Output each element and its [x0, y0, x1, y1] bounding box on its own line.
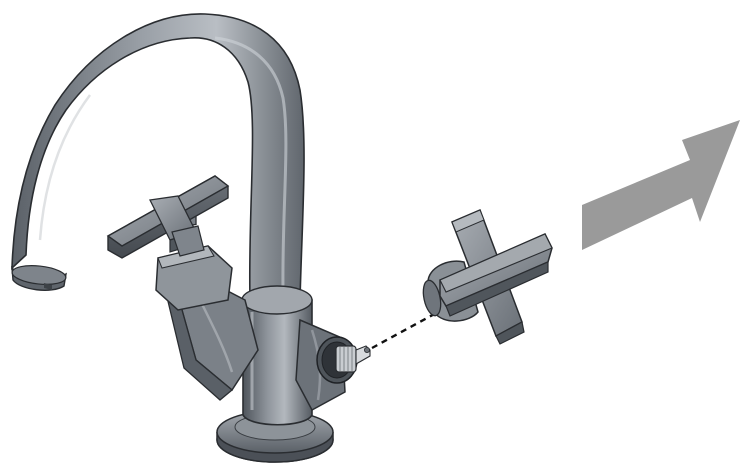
valve-arm-left	[155, 197, 259, 401]
tap-body	[241, 285, 313, 426]
spout	[11, 13, 305, 301]
valve-cartridge-spindle	[316, 336, 371, 384]
cross-handle-detached	[422, 209, 553, 345]
assembly-axis-line	[371, 310, 439, 350]
mixer-tap	[11, 13, 371, 463]
removal-direction-arrow	[582, 120, 740, 250]
cross-handle-installed	[106, 175, 230, 259]
